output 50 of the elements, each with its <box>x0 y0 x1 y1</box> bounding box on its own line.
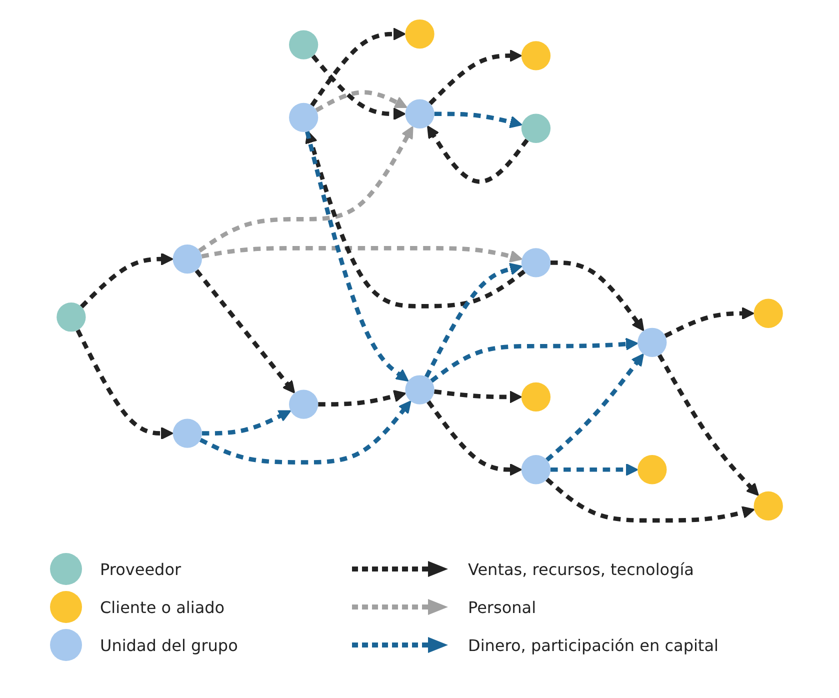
arrow <box>201 246 522 263</box>
circle-node <box>521 114 550 143</box>
arrow <box>545 353 644 462</box>
circle-node <box>56 302 86 332</box>
arrow <box>198 126 414 253</box>
arrow <box>426 400 522 476</box>
circle-node <box>754 491 783 521</box>
arrow <box>76 329 174 440</box>
circle-node <box>521 248 550 278</box>
arrow <box>428 49 522 106</box>
legend-label: Proveedor <box>100 560 182 578</box>
circle-node <box>172 244 202 274</box>
circle-node <box>637 328 666 357</box>
circle-node <box>404 375 434 404</box>
circle-node <box>404 99 434 128</box>
arrow <box>314 90 408 112</box>
arrow <box>657 354 759 496</box>
circle-node <box>521 455 550 484</box>
circle-node <box>288 30 318 60</box>
arrow <box>304 131 408 382</box>
legend-label: Dinero, participación en capital <box>468 636 718 654</box>
arrow <box>550 260 644 332</box>
arrow <box>310 28 406 107</box>
arrow <box>80 252 174 308</box>
arrow <box>430 338 638 383</box>
arrow <box>318 390 406 406</box>
circle-node <box>404 19 434 49</box>
circle-node <box>521 41 550 70</box>
circle-node <box>521 382 550 412</box>
arrow <box>194 269 295 394</box>
circle-node <box>754 298 783 328</box>
legend-label: Ventas, recursos, tecnología <box>468 560 694 578</box>
arrow <box>434 389 522 404</box>
arrow <box>199 400 411 464</box>
legend-label: Personal <box>468 598 536 616</box>
arrow <box>311 54 406 120</box>
arrow <box>434 112 522 128</box>
circle-node <box>637 455 666 484</box>
arrow <box>304 130 526 308</box>
circle-node <box>288 390 318 419</box>
circle-node <box>172 418 202 448</box>
arrow <box>664 307 754 338</box>
arrow <box>426 126 529 184</box>
arrow <box>424 262 522 378</box>
arrow <box>202 410 291 436</box>
legend-label: Unidad del grupo <box>100 636 238 654</box>
circle-node <box>288 102 318 132</box>
arrow <box>550 463 638 476</box>
arrow <box>545 478 755 523</box>
legend-label: Cliente o aliado <box>100 598 225 616</box>
